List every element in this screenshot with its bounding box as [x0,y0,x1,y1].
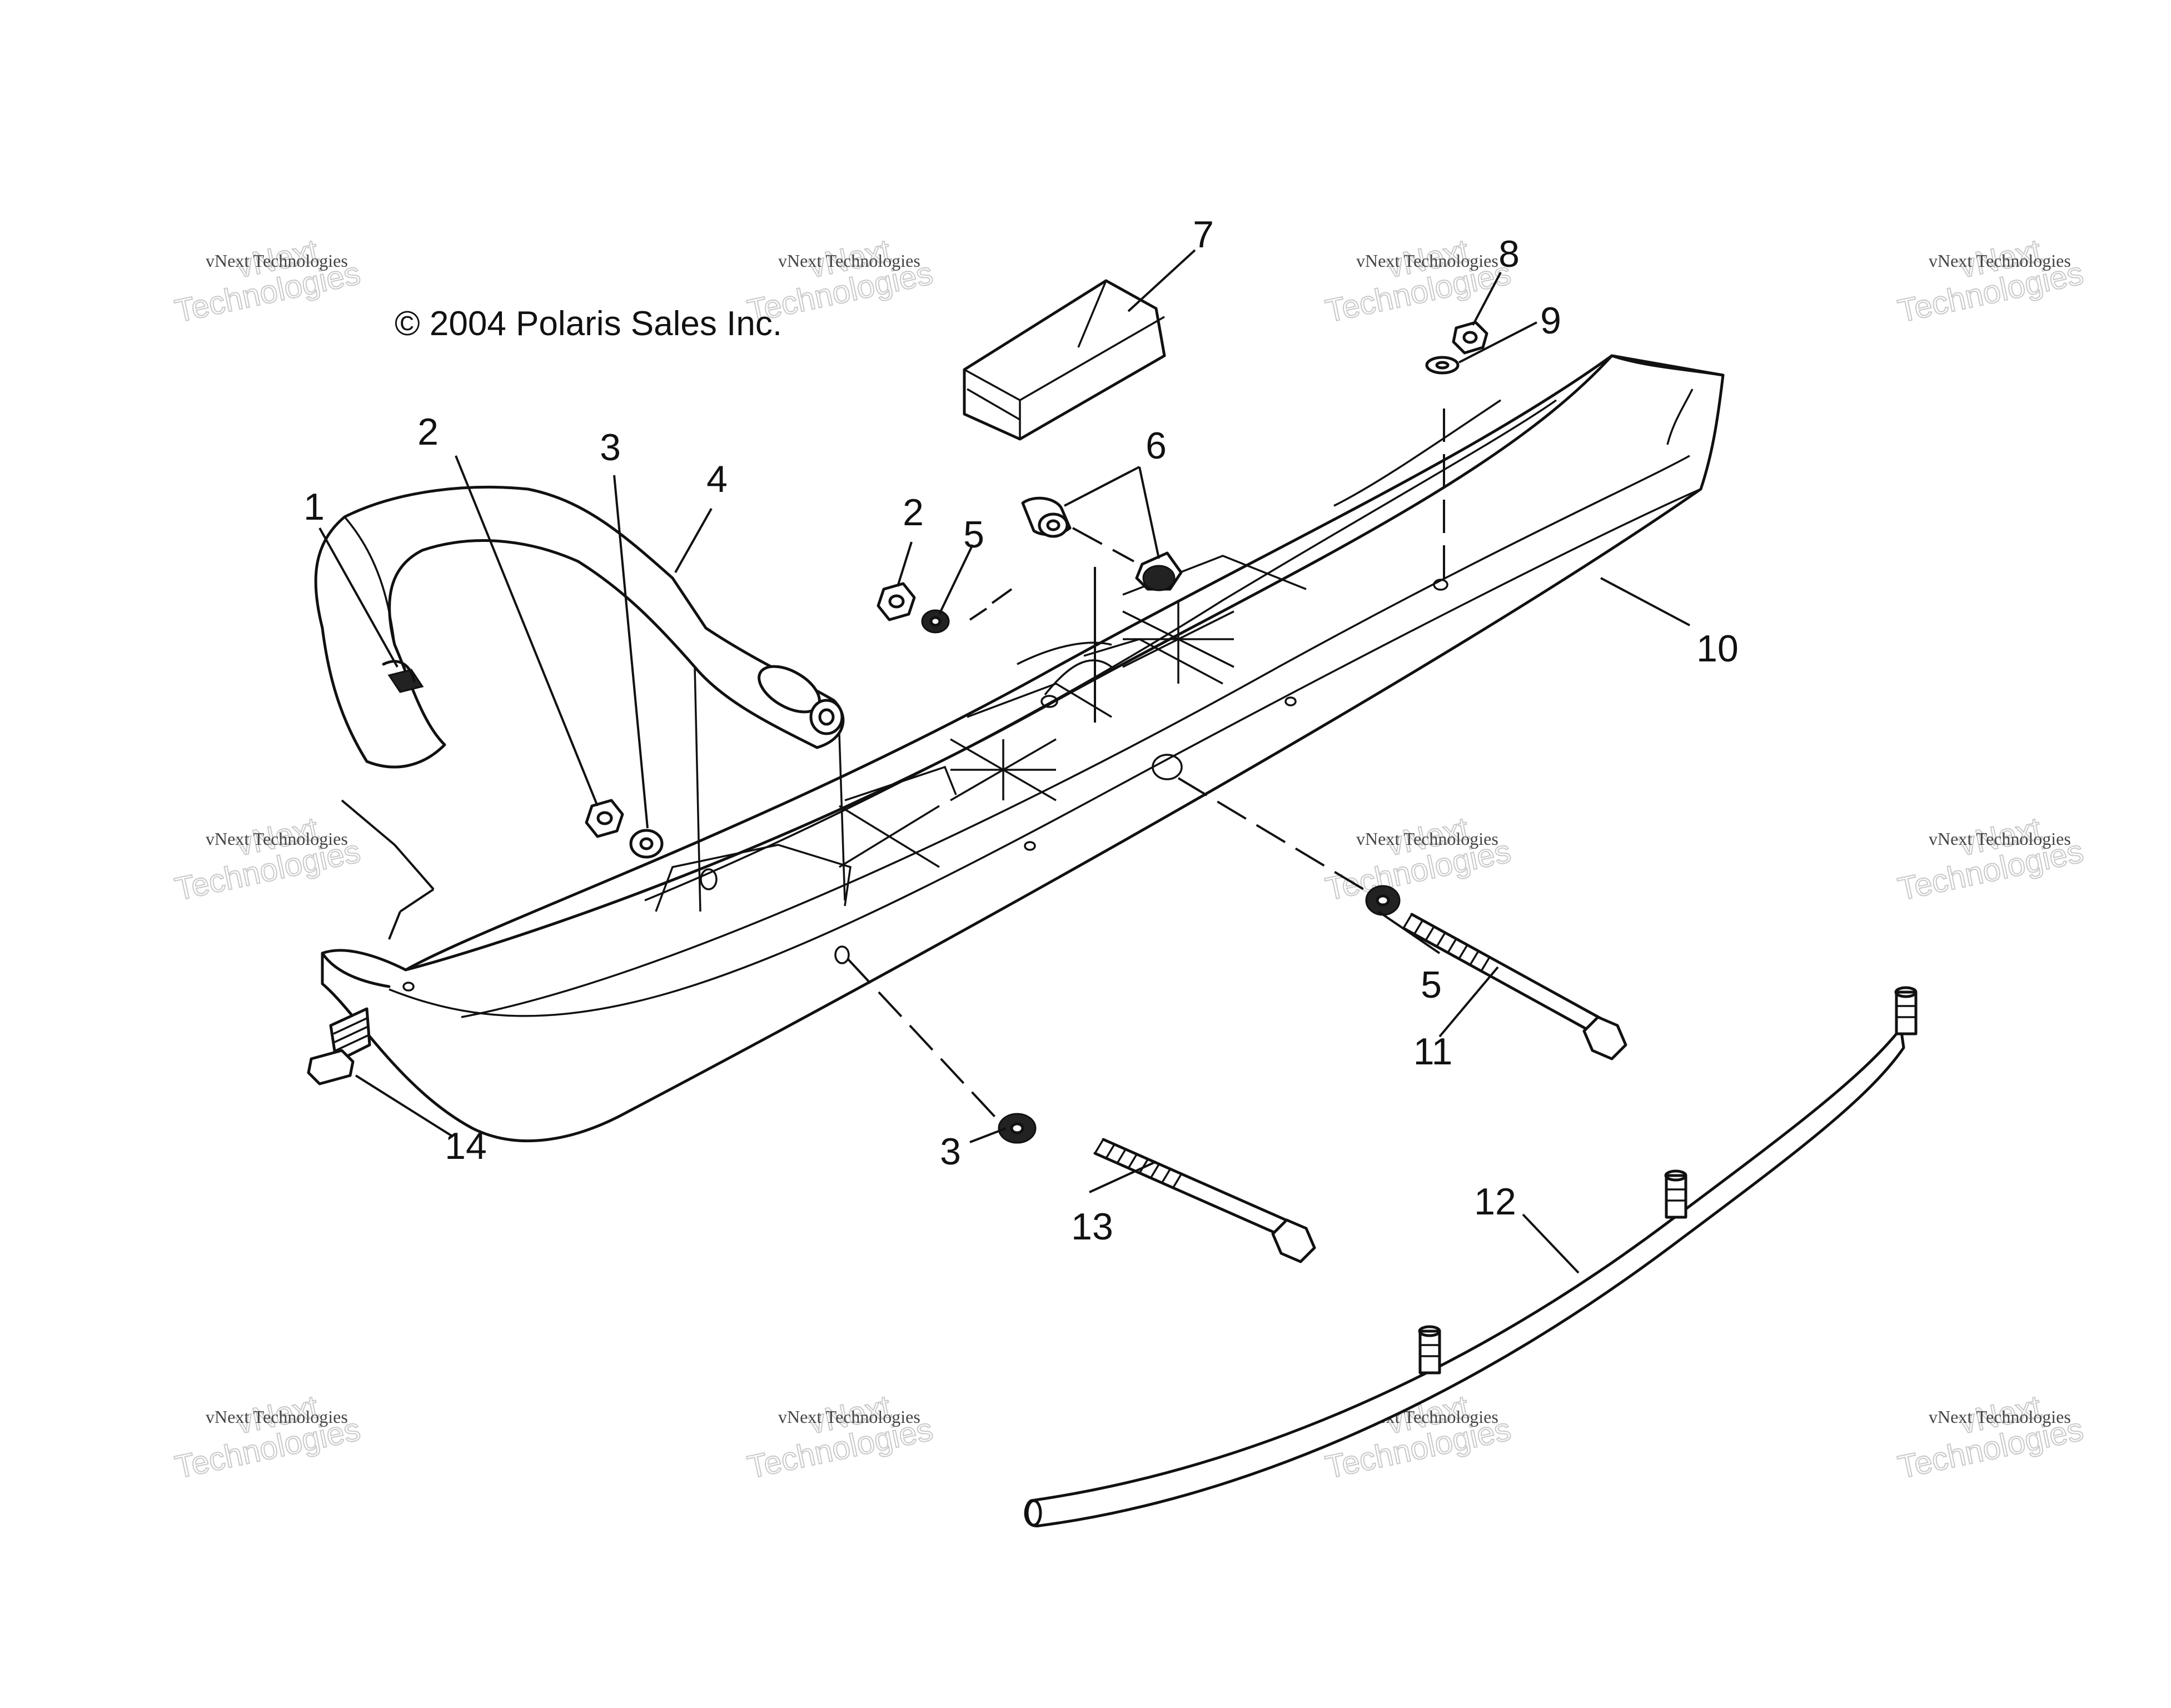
part-5-washer [921,609,950,634]
callout-3: 3 [600,426,621,469]
callout-3: 3 [940,1131,961,1173]
watermark: Technologies vNext vNext Technologies [171,810,364,908]
callout-2: 2 [417,411,439,453]
part-14-bolt [307,1007,371,1085]
watermark: Technologies vNext vNext Technologies [1322,810,1515,908]
svg-text:vNext Technologies: vNext Technologies [778,1407,920,1427]
part-11-bolt [1402,913,1627,1060]
callout-5: 5 [1421,964,1442,1006]
part-3-washer [998,1113,1037,1144]
svg-text:vNext Technologies: vNext Technologies [1929,1407,2071,1427]
part-5-washer [1365,885,1401,916]
assembly-lines [341,409,1445,1124]
svg-text:vNext Technologies: vNext Technologies [206,1407,348,1427]
part-12-runner [1024,986,1918,1527]
svg-text:vNext Technologies: vNext Technologies [1929,251,2071,271]
callout-9: 9 [1540,300,1561,342]
callout-6: 6 [1146,425,1167,467]
callout-14: 14 [445,1125,487,1167]
svg-text:vNext Technologies: vNext Technologies [1356,829,1498,849]
svg-text:vNext Technologies: vNext Technologies [206,829,348,849]
part-1-rivet [387,669,424,693]
part-3-washer [629,829,664,859]
svg-text:vNext Technologies: vNext Technologies [1356,251,1498,271]
part-2-nut [877,582,916,621]
watermark: Technologies vNext vNext Technologies [171,232,364,330]
callout-10: 10 [1696,628,1739,670]
part-6-bushing [1021,496,1072,538]
part-6-bushing [1135,551,1183,591]
callout-1: 1 [303,486,325,528]
copyright-notice: © 2004 Polaris Sales Inc. [395,305,782,343]
callout-11: 11 [1413,1030,1453,1073]
part-13-bolt [1093,1138,1316,1263]
callout-7: 7 [1193,213,1214,256]
watermark: Technologies vNext vNext Technologies [1894,232,2087,330]
part-7-bumper-pad [963,279,1166,441]
svg-text:vNext Technologies: vNext Technologies [1929,829,2071,849]
part-2-nut [585,799,624,838]
part-10-ski [321,354,1725,1143]
svg-text:vNext Technologies: vNext Technologies [206,251,348,271]
callout-13: 13 [1071,1206,1113,1248]
watermark: Technologies vNext vNext Technologies [1894,1388,2087,1486]
callout-labels: 1 2 3 4 2 5 6 7 8 9 10 5 11 12 13 3 14 [303,213,1739,1248]
part-8-nut [1452,321,1488,355]
watermarks: Technologies vNext vNext Technologies Te… [171,232,2087,1486]
svg-text:vNext Technologies: vNext Technologies [778,251,920,271]
callout-4: 4 [706,458,728,500]
watermark: Technologies vNext vNext Technologies [1322,232,1515,330]
leader-lines [318,249,1690,1274]
part-4-ski-loop [314,486,846,912]
callout-5: 5 [963,514,984,556]
part-9-washer [1425,356,1460,375]
callout-2: 2 [903,491,924,534]
callout-12: 12 [1474,1181,1516,1223]
watermark: Technologies vNext vNext Technologies [1894,810,2087,908]
watermark: Technologies vNext vNext Technologies [744,1388,937,1486]
watermark: Technologies vNext vNext Technologies [171,1388,364,1486]
callout-8: 8 [1498,233,1520,275]
